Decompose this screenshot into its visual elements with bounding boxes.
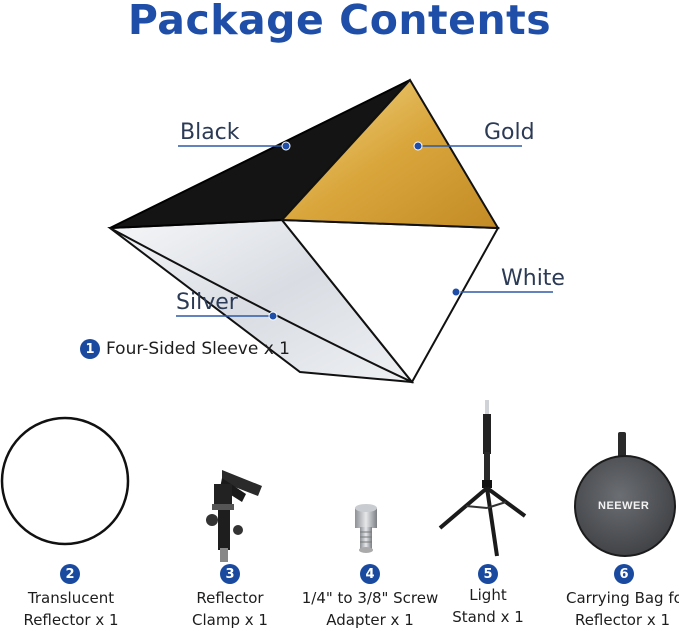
translucent-reflector-icon (0, 416, 130, 546)
item-3-badge: 3 (220, 564, 240, 584)
item-2-line1: Translucent (27, 589, 115, 607)
gold-face (279, 78, 500, 230)
item-2-caption: Translucent Reflector x 1 (0, 587, 142, 631)
item-6-line1: Carrying Bag for (566, 589, 679, 607)
item-2-line2: Reflector x 1 (23, 611, 119, 629)
page-title: Package Contents (127, 0, 552, 44)
bag-brand-logo: NEEWER (598, 500, 650, 512)
item-4-badge: 4 (360, 564, 380, 584)
item-3-caption: Reflector Clamp x 1 (170, 587, 290, 631)
screw-adapter-icon (355, 504, 377, 553)
item-3-line1: Reflector (196, 589, 264, 607)
carrying-bag-icon (574, 432, 676, 557)
item-4-caption: 1/4" to 3/8" Screw Adapter x 1 (296, 587, 444, 631)
silver-label: Silver (176, 290, 238, 315)
item-5-caption: Light Stand x 1 (440, 584, 536, 628)
reflector-clamp-icon (206, 470, 262, 562)
black-label: Black (180, 120, 240, 145)
item-5-line2: Stand x 1 (452, 608, 524, 626)
sleeve-number-badge: 1 (80, 339, 100, 359)
item-4-line2: Adapter x 1 (326, 611, 414, 629)
light-stand-icon (438, 400, 527, 557)
sleeve-caption: Four-Sided Sleeve x 1 (106, 339, 290, 359)
item-3-line2: Clamp x 1 (192, 611, 268, 629)
white-label: White (501, 266, 565, 291)
item-5-line1: Light (469, 586, 507, 604)
item-6-caption: Carrying Bag for Reflector x 1 (566, 587, 679, 631)
gold-label: Gold (484, 120, 535, 145)
item-6-badge: 6 (614, 564, 634, 584)
item-2-badge: 2 (60, 564, 80, 584)
item-5-badge: 5 (478, 564, 498, 584)
item-4-line1: 1/4" to 3/8" Screw (301, 589, 439, 607)
item-6-line2: Reflector x 1 (574, 611, 671, 629)
